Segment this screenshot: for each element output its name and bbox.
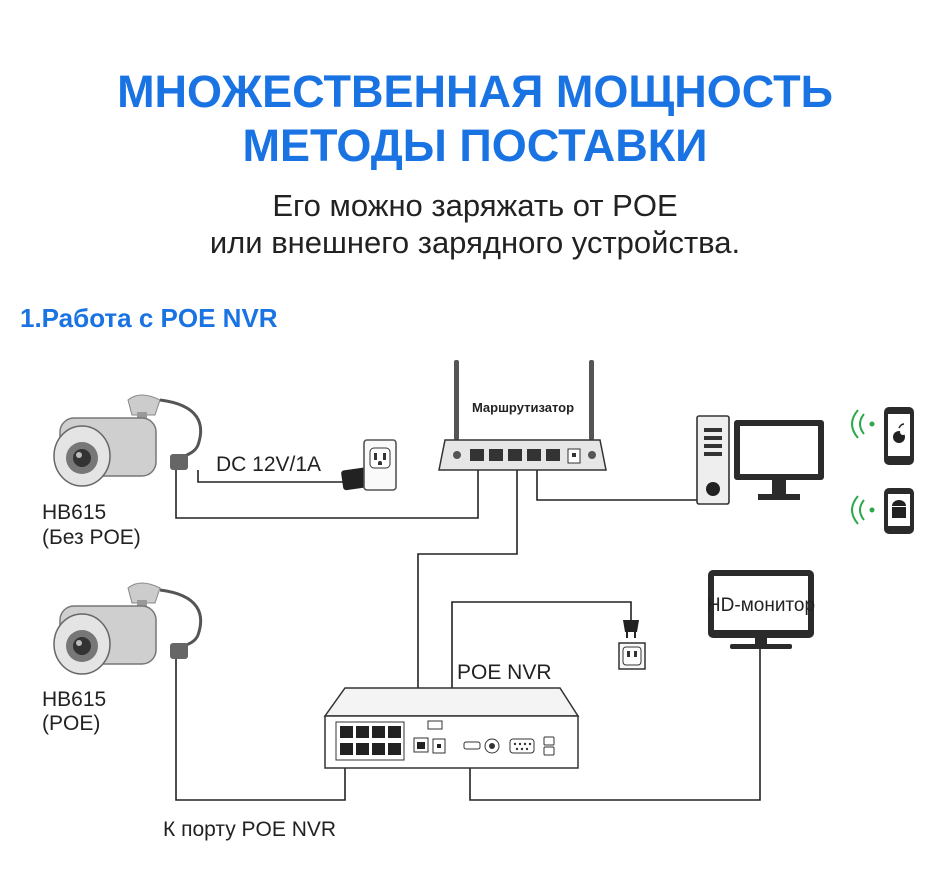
cables (175, 468, 761, 801)
power-plug-icon (623, 620, 639, 638)
cable-camera1-router (175, 468, 479, 519)
cable-nvr-monitor (469, 645, 761, 801)
pc-tower-icon (696, 415, 730, 505)
camera-icon (53, 582, 203, 675)
subheading-line1: Его можно заряжать от POE (272, 188, 678, 223)
subheading-line2: или внешнего зарядного устройства. (209, 225, 741, 260)
nvr-icon (323, 687, 580, 769)
camera1-model-label: HB615 (42, 501, 107, 524)
camera-icon (53, 394, 203, 487)
apple-phone-icon (884, 407, 914, 465)
android-phone-icon (884, 488, 914, 534)
heading-line1: МНОЖЕСТВЕННАЯ МОЩНОСТЬ (117, 66, 833, 117)
camera2-model-label: HB615 (42, 688, 107, 711)
cable-router-nvr (417, 468, 518, 738)
camera2-note-label: (POE) (42, 712, 101, 735)
camera1-note-label: (Без POE) (42, 526, 141, 549)
section-title: 1.Работа с POE NVR (20, 303, 278, 333)
nvr-label: POE NVR (457, 661, 552, 684)
cable-nvr-power (451, 601, 632, 740)
wall-outlet-icon (363, 439, 397, 491)
cable-camera1-dc (197, 470, 345, 483)
heading-line2: МЕТОДЫ ПОСТАВКИ (242, 120, 708, 171)
router-icon (438, 360, 607, 471)
wifi-signal-icon (851, 409, 865, 525)
monitor-icon (734, 420, 824, 500)
wall-outlet-icon (618, 642, 646, 670)
router-label: Маршрутизатор (472, 400, 574, 415)
cable-camera2-nvr (175, 658, 346, 801)
dc-power-label: DC 12V/1A (216, 453, 322, 476)
hd-monitor-label: HD-монитор (707, 595, 815, 616)
cable-router-pc (536, 468, 700, 501)
nvr-port-label: К порту POE NVR (163, 818, 337, 841)
hd-monitor-icon (708, 570, 814, 649)
